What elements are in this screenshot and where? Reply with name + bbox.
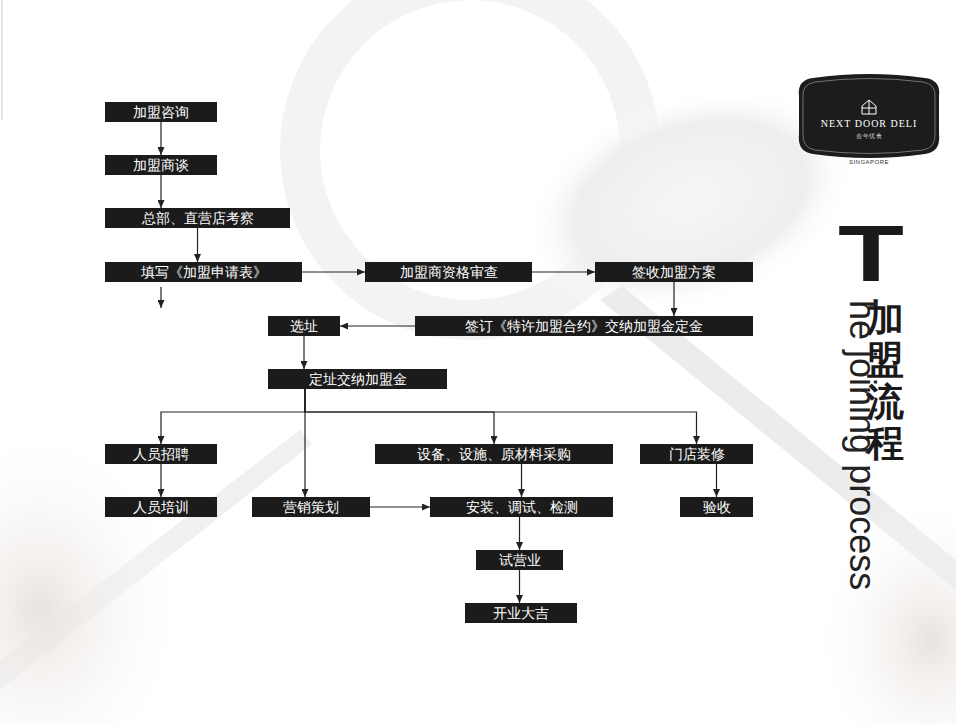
hand-shadow [810, 490, 956, 724]
process-box: 门店装修 [640, 444, 753, 464]
flow-arrow [303, 336, 304, 369]
box-label: 验收 [703, 497, 731, 517]
title-english: he joining process [842, 300, 882, 590]
logo-text: 去年优食 [795, 132, 943, 140]
box-label: 营销策划 [283, 497, 339, 517]
flow-arrow [673, 282, 674, 316]
process-box: 安装、调试、检测 [430, 497, 613, 517]
flow-arrow [716, 464, 717, 497]
flow-arrow [160, 122, 161, 155]
box-label: 签收加盟方案 [632, 262, 716, 282]
box-label: 开业大吉 [493, 603, 549, 623]
process-box: 人员培训 [105, 497, 217, 517]
box-label: 人员招聘 [133, 444, 189, 464]
flow-arrow [305, 389, 697, 444]
process-box: 验收 [680, 497, 753, 517]
process-box: 试营业 [476, 550, 563, 570]
box-label: 加盟商谈 [133, 155, 189, 175]
title-initial: T [838, 214, 904, 294]
process-box: 签订《特许加盟合约》交纳加盟金定金 [415, 316, 753, 336]
flow-arrow [197, 228, 198, 262]
process-box: 总部、直营店考察 [105, 208, 290, 228]
box-label: 人员培训 [133, 497, 189, 517]
flow-arrow [302, 271, 365, 272]
badge-shape [799, 74, 939, 158]
process-box: 填写《加盟申请表》 [105, 262, 302, 282]
process-box: 营销策划 [252, 497, 370, 517]
box-label: 安装、调试、检测 [466, 497, 578, 517]
logo-text: NEXT DOOR DELI [795, 118, 943, 130]
process-box: 定址交纳加盟金 [268, 369, 447, 389]
brand-logo: NEXT DOOR DELI 去年优食 SINGAPORE [795, 72, 943, 172]
box-label: 试营业 [499, 550, 541, 570]
badge-outline [803, 79, 935, 154]
process-box: 加盟咨询 [105, 102, 217, 122]
process-box: 设备、设施、原材料采购 [375, 444, 613, 464]
box-label: 选址 [290, 316, 318, 336]
flow-arrow [305, 389, 494, 444]
house-icon [862, 100, 876, 114]
flow-arrow [340, 325, 415, 326]
process-box: 加盟商谈 [105, 155, 217, 175]
edge-line [2, 0, 3, 120]
process-box: 签收加盟方案 [595, 262, 753, 282]
flow-arrow [160, 464, 161, 497]
box-label: 门店装修 [669, 444, 725, 464]
process-box: 开业大吉 [465, 603, 577, 623]
process-box: 人员招聘 [105, 444, 217, 464]
flow-arrow [519, 570, 520, 603]
dangling-arrow [160, 287, 161, 308]
hand-shadow [0, 420, 190, 724]
box-label: 定址交纳加盟金 [309, 369, 407, 389]
box-label: 加盟咨询 [133, 102, 189, 122]
box-label: 加盟商资格审查 [400, 262, 498, 282]
process-box: 加盟商资格审查 [365, 262, 532, 282]
flow-arrow [519, 517, 520, 550]
flow-arrow [521, 464, 522, 497]
flow-arrow [532, 271, 595, 272]
process-box: 选址 [268, 316, 340, 336]
box-label: 签订《特许加盟合约》交纳加盟金定金 [465, 316, 703, 336]
logo-text: SINGAPORE [795, 158, 943, 166]
flow-arrow [161, 389, 305, 444]
box-label: 设备、设施、原材料采购 [417, 444, 571, 464]
flow-arrow [160, 175, 161, 208]
flow-arrow [370, 506, 430, 507]
box-label: 总部、直营店考察 [142, 208, 254, 228]
flow-arrow [304, 389, 305, 497]
box-label: 填写《加盟申请表》 [141, 262, 267, 282]
